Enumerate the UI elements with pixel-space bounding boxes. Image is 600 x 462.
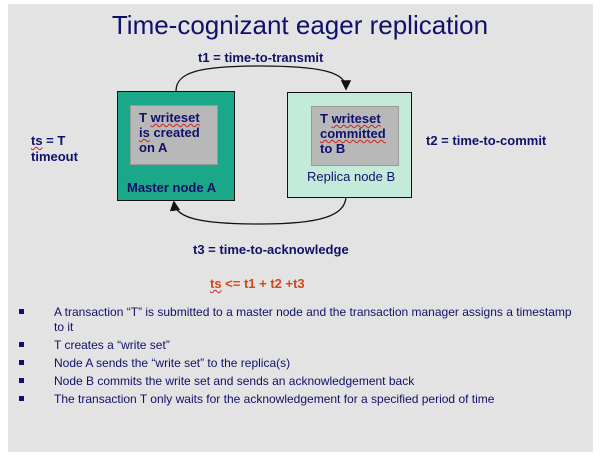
bullet-marker — [19, 396, 24, 401]
master-node-label: Master node A — [127, 180, 217, 195]
master-node-a: T writeset is created on A Master node A — [117, 91, 235, 201]
bullet-item: A transaction “T” is submitted to a mast… — [18, 305, 578, 335]
label-t2: t2 = time-to-commit — [426, 133, 547, 148]
slide-title: Time-cognizant eager replication — [111, 10, 489, 40]
bullet-item: Node A sends the “write set” to the repl… — [18, 356, 578, 371]
bullet-marker — [19, 378, 24, 383]
timeout-formula: ts <= t1 + t2 +t3 — [210, 276, 305, 291]
bullet-marker — [19, 360, 24, 365]
replica-node-b: T writeset committed to B Replica node B — [287, 92, 412, 198]
arrow-transmit — [175, 65, 352, 92]
bullet-list: A transaction “T” is submitted to a mast… — [18, 305, 578, 410]
arrow-acknowledge — [169, 195, 347, 225]
master-node-inner-box: T writeset is created on A — [130, 105, 218, 165]
master-node-inner-text: T writeset is created on A — [139, 110, 200, 155]
label-t3: t3 = time-to-acknowledge — [193, 242, 349, 257]
replica-node-inner-box: T writeset committed to B — [311, 106, 399, 166]
label-ts-timeout: ts = T timeout — [31, 133, 78, 164]
replica-node-inner-text: T writeset committed to B — [320, 111, 386, 156]
bullet-marker — [19, 342, 24, 347]
replica-node-label: Replica node B — [307, 169, 396, 184]
bullet-item: Node B commits the write set and sends a… — [18, 374, 578, 389]
label-t1: t1 = time-to-transmit — [198, 50, 324, 65]
bullet-item: The transaction T only waits for the ack… — [18, 392, 578, 407]
bullet-item: T creates a “write set” — [18, 338, 578, 353]
slide-background — [8, 4, 593, 452]
bullet-marker — [19, 309, 24, 314]
